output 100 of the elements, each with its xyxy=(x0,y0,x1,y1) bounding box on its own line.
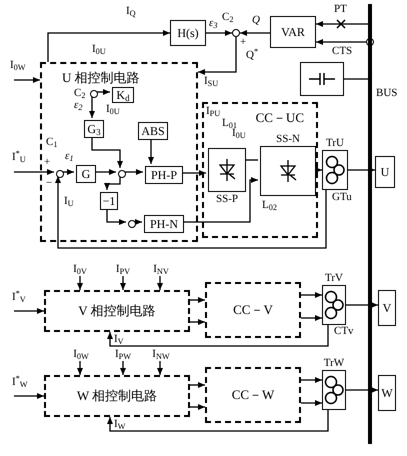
signal-label: − xyxy=(46,178,52,189)
connector-arrow xyxy=(124,169,143,175)
circuit-block xyxy=(205,367,301,423)
connector-arrow xyxy=(301,377,322,383)
connector-arrow xyxy=(346,302,378,308)
connector-arrow xyxy=(190,404,205,410)
connector-arrow xyxy=(316,39,366,45)
signal-label: PT xyxy=(334,4,347,15)
signal-label: I$_{0U}$ xyxy=(232,128,246,139)
control-block: V xyxy=(378,290,396,326)
control-block: G$_{3}$ xyxy=(84,120,104,138)
block-title: V 相控制电路 xyxy=(77,302,157,320)
connector-arrow xyxy=(346,387,378,393)
connector-arrow xyxy=(94,169,116,175)
signal-label: I$_{NW}$ xyxy=(152,348,170,360)
block-label: TrW xyxy=(324,358,344,368)
control-block: K$_{d}$ xyxy=(112,87,134,103)
signal-label: C$_{1}$ xyxy=(46,137,58,148)
control-block: W xyxy=(378,375,396,411)
signal-label: I$_{0W}$ xyxy=(73,348,89,360)
control-block: H(s) xyxy=(170,20,206,46)
signal-label: + xyxy=(240,37,246,48)
signal-label: Q$^{*}$ xyxy=(246,50,258,61)
connector-arrow xyxy=(91,136,123,168)
signal-label: I$_{0W}$ xyxy=(10,60,26,71)
connector-arrow xyxy=(301,315,322,321)
connector-arrow xyxy=(96,89,110,95)
connector-arrow xyxy=(62,169,74,175)
connector-arrow xyxy=(301,400,322,406)
connector-arrow xyxy=(157,276,163,290)
connector-arrow xyxy=(316,21,368,27)
edge-label: Q xyxy=(252,15,260,26)
control-block: U xyxy=(375,156,395,188)
block-label: SS-N xyxy=(276,134,300,144)
connector-arrow xyxy=(120,276,126,290)
signal-label: I$_{U}$ xyxy=(64,196,74,207)
control-block: −1 xyxy=(100,192,118,210)
block-label: TrV xyxy=(325,272,343,284)
connector-arrow xyxy=(190,382,205,388)
connector-arrow xyxy=(120,361,126,375)
connector-arrow xyxy=(89,96,95,118)
connector-arrow xyxy=(198,37,237,75)
circuit-block xyxy=(44,375,190,417)
connector-arrow xyxy=(181,170,206,176)
signal-label: I$_{NV}$ xyxy=(153,264,169,274)
circuit-block xyxy=(205,282,301,338)
signal-label: I$_{V}$ xyxy=(114,334,124,345)
control-block: G xyxy=(76,165,96,183)
block-label: TrU xyxy=(326,138,344,148)
connector-arrow xyxy=(14,77,40,83)
signal-label: I$_{0U}$ xyxy=(106,104,120,115)
block-label: SS-P xyxy=(216,194,238,204)
connector-arrow xyxy=(106,208,126,225)
connector-arrow xyxy=(77,361,83,375)
control-block: PH-N xyxy=(144,215,184,233)
block-label: CTv xyxy=(334,326,354,337)
connector-arrow xyxy=(107,410,329,432)
signal-label: I$_{0U}$ xyxy=(92,44,106,55)
edge-label: ε$_{2}$ xyxy=(74,100,82,111)
signal-label: I$_{PU}$ xyxy=(206,106,220,117)
block-title: U 相控制电路 xyxy=(61,69,141,87)
edge-label: ε$_{3}$ xyxy=(209,18,218,29)
block-label: BUS xyxy=(376,88,398,99)
control-block: VAR xyxy=(270,16,316,48)
connector-arrow xyxy=(348,167,375,173)
signal-label: L$_{01}$ xyxy=(222,118,237,129)
block-title: CC－V xyxy=(232,301,274,320)
block-title: CC－W xyxy=(230,386,276,404)
connector-arrow xyxy=(77,276,83,290)
connector-arrow xyxy=(190,297,205,303)
signal-label: I$_{0V}$ xyxy=(73,264,87,274)
connector-arrow xyxy=(190,319,205,325)
signal-label: I$_{SU}$ xyxy=(204,76,218,87)
connector-arrow xyxy=(47,30,170,62)
edge-label: ε$_{1}$ xyxy=(65,151,74,162)
circuit-block xyxy=(202,102,318,238)
signal-label: L$_{02}$ xyxy=(262,200,277,211)
signal-label: CTS xyxy=(332,46,352,57)
signal-label: I$_{PV}$ xyxy=(116,264,130,274)
block-label: GTu xyxy=(332,192,352,203)
signal-label: C$_{2}$ xyxy=(222,12,234,23)
connector-arrow xyxy=(107,325,329,347)
control-block: ABS xyxy=(138,122,168,140)
connector-arrow xyxy=(14,393,44,399)
signal-label: C$_{2}$ xyxy=(74,88,86,99)
signal-label: I$_{W}$ xyxy=(114,419,126,430)
connector-arrow xyxy=(55,176,327,249)
connector-arrow xyxy=(14,169,54,175)
block-title: W 相控制电路 xyxy=(76,387,158,406)
connector-arrow xyxy=(14,308,44,314)
signal-label: + xyxy=(44,157,50,168)
connector-arrow xyxy=(301,292,322,298)
circuit-block xyxy=(40,62,198,242)
connector-arrow xyxy=(206,30,232,36)
connector-arrow xyxy=(134,219,142,225)
signal-label: I$_{Q}$ xyxy=(126,6,136,17)
signal-label: I$_{PW}$ xyxy=(114,348,132,360)
connector-arrow xyxy=(148,138,154,164)
control-block: PH-P xyxy=(145,166,183,184)
circuit-block xyxy=(44,290,190,332)
